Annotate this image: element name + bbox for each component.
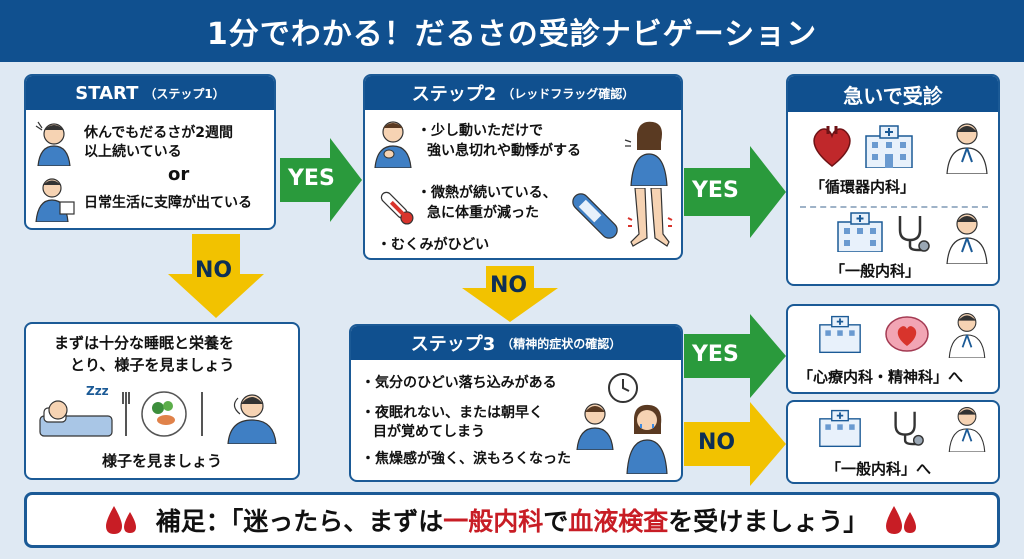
step3-heading: ステップ3 [410, 334, 496, 355]
sad-boy-icon [576, 403, 614, 450]
step2-subheading: （レッドフラッグ確認） [502, 86, 635, 101]
no-arrow-1 [168, 234, 264, 318]
blood-drop-icon-right [886, 506, 917, 534]
note-mid: で [543, 507, 569, 536]
rest-footer: 様子を見ましょう [102, 452, 223, 470]
working-person-icon [35, 178, 75, 222]
urgent-heading: 急いで受診 [843, 83, 943, 108]
crying-woman-icon [626, 404, 668, 474]
rest-line1: まずは十分な睡眠と栄養を [54, 334, 235, 352]
step2-box: ステップ2 （レッドフラッグ確認） ・少し動いただけで 強い息切れや動悸がする … [363, 74, 683, 260]
hospital-icon-4 [819, 409, 861, 448]
yes-label-2: YES [692, 178, 739, 203]
hospital-icon-3 [819, 315, 861, 354]
step2-item2b: 急に体重が減った [427, 205, 539, 221]
no-arrow-2 [462, 266, 558, 322]
hospital-icon [865, 125, 913, 168]
urgent-divider [800, 206, 988, 208]
page-title: 1分でわかる！だるさの受診ナビゲーション [0, 0, 1024, 62]
psych-dept: 「心療内科・精神科」へ [798, 368, 964, 386]
doctor-icon-4 [948, 407, 986, 452]
digital-thermometer-icon [572, 193, 618, 239]
rest-line2: とり、様子を見ましょう [70, 356, 235, 374]
urgent-dept2: 「一般内科」 [830, 262, 921, 280]
start-line3: 日常生活に支障が出ている [84, 195, 252, 211]
start-line1: 休んでもだるさが2週間 [84, 125, 234, 141]
no-label-2: NO [490, 273, 528, 298]
meal-icon [122, 391, 203, 437]
no-label-3: NO [698, 430, 736, 455]
heart-icon [813, 126, 851, 167]
step3-item1: ・気分のひどい落ち込みがある [361, 375, 557, 391]
woman-coughing-icon [624, 121, 668, 186]
no-arrow-3 [684, 402, 786, 486]
doctor-icon-2 [946, 213, 988, 264]
yes-arrow-3 [684, 314, 786, 398]
resting-person-icon [227, 394, 277, 444]
step3-box: ステップ3 （精神的症状の確認） ・気分のひどい落ち込みがある ・夜眠れない、ま… [349, 324, 683, 482]
start-heading: START [75, 82, 139, 104]
thermometer-icon [380, 191, 414, 225]
step2-item3: ・むくみがひどい [377, 237, 490, 253]
yes-arrow-1 [280, 138, 362, 222]
urgent-box: 急いで受診 「循環器内科」 「一般内科」 [786, 74, 1000, 286]
urgent-header: 急いで受診 [788, 76, 998, 112]
step3-item3: ・焦燥感が強く、涙もろくなった [361, 451, 571, 467]
start-or: or [168, 164, 190, 185]
rest-zzz: Zzz [86, 384, 109, 398]
start-box: START （ステップ1） 休んでもだるさが2週間 以上続いている or 日常生… [24, 74, 276, 230]
page-title-text: 1分でわかる！だるさの受診ナビゲーション [206, 17, 818, 52]
step2-item1a: ・少し動いただけで [417, 123, 543, 139]
hospital-icon-2 [837, 212, 883, 252]
note-highlight-2: 血液検査 [568, 507, 669, 536]
urgent-dept1: 「循環器内科」 [810, 178, 916, 196]
start-subheading: （ステップ1） [144, 86, 225, 101]
yes-arrow-2 [684, 146, 786, 238]
doctor-icon [946, 123, 988, 174]
no-label-1: NO [195, 258, 233, 283]
general-box: 「一般内科」へ [786, 400, 1000, 484]
yes-label-3: YES [692, 342, 739, 367]
sleeping-person-icon [39, 400, 113, 437]
stethoscope-icon-2 [894, 411, 924, 446]
general-dept: 「一般内科」へ [826, 460, 932, 478]
note-prefix: 補足：「迷ったら、まずは [155, 507, 444, 536]
start-line2: 以上続いている [84, 144, 182, 160]
brain-heart-icon [885, 316, 929, 352]
step3-item2a: ・夜眠れない、または朝早く [361, 405, 543, 421]
step2-item2a: ・微熱が続いている、 [417, 185, 557, 201]
start-header: START （ステップ1） [26, 76, 274, 110]
step2-header: ステップ2 （レッドフラッグ確認） [365, 76, 681, 110]
step3-header: ステップ3 （精神的症状の確認） [351, 326, 681, 360]
step2-heading: ステップ2 [411, 84, 497, 105]
note-bar: 補足：「迷ったら、まずは 一般内科 で 血液検査 を受けましょう」 [24, 492, 1000, 548]
rest-box: まずは十分な睡眠と栄養を とり、様子を見ましょう Zzz 様子を見ましょう [24, 322, 300, 480]
step2-item1b: 強い息切れや動悸がする [427, 143, 581, 159]
psych-box: 「心療内科・精神科」へ [786, 304, 1000, 394]
clock-icon [608, 373, 638, 403]
note-suffix: を受けましょう」 [668, 507, 869, 536]
tired-person-icon [35, 121, 71, 166]
breathless-person-icon [374, 121, 412, 168]
note-highlight-1: 一般内科 [443, 507, 544, 536]
yes-label-1: YES [288, 166, 335, 191]
step3-item2b: 目が覚めてしまう [373, 424, 485, 440]
step3-subheading: （精神的症状の確認） [501, 336, 622, 351]
stethoscope-icon [898, 216, 930, 252]
swollen-legs-icon [627, 188, 673, 247]
doctor-icon-3 [948, 313, 986, 358]
blood-drop-icon-left [105, 506, 136, 534]
